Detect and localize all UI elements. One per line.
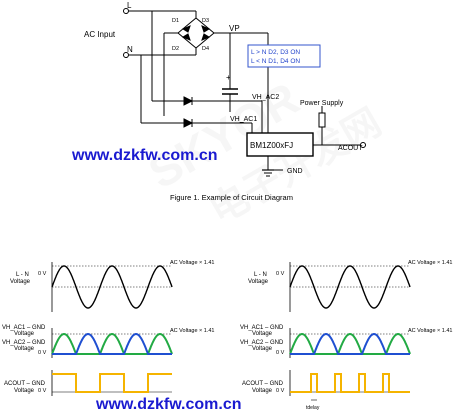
diode-d1-symbol — [181, 25, 191, 33]
diode-d2-symbol — [181, 33, 191, 41]
diode-d4-symbol — [201, 33, 211, 41]
right_waves-tdelay-label: tdelay — [306, 405, 320, 411]
diode-d3-symbol — [201, 25, 211, 33]
right_waves-vh-label-2: Voltage — [252, 331, 273, 337]
circuit-diagram — [123, 8, 366, 177]
label-vh-ac2: VH_AC2 — [252, 94, 279, 101]
right_waves-vh-ac1-wave — [289, 332, 411, 355]
label-n: N — [127, 45, 133, 54]
left_waves-ln-zero: 0 V — [38, 271, 47, 277]
label-ic: BM1Z00xFJ — [250, 141, 293, 150]
watermark-url-top: www.dzkfw.com.cn — [71, 147, 218, 164]
label-d2: D2 — [172, 46, 179, 52]
left_waves-ln-wave — [51, 265, 173, 309]
right_waves-ln-label-1: L - N — [254, 272, 267, 278]
label-l: L — [127, 1, 132, 10]
left_waves-ln-label-2: Voltage — [10, 279, 31, 285]
label-d4: D4 — [202, 46, 209, 52]
note-line-2: L < N D1, D4 ON — [251, 58, 300, 65]
left_waves-ln-top-label: AC Voltage × 1.41 — [170, 260, 215, 266]
left_waves-vh-label-1: VH_AC1 – GND — [2, 325, 46, 331]
right_waves-ln-zero: 0 V — [276, 271, 285, 277]
left_waves-out-label-2: Voltage — [14, 388, 35, 394]
right_waves-ln-top-label: AC Voltage × 1.41 — [408, 260, 453, 266]
right_waves-vh-label-1: VH_AC1 – GND — [240, 325, 284, 331]
acout-terminal — [360, 142, 366, 148]
pullup-resistor — [318, 112, 326, 128]
right_waves-out-label-1: ACOUT – GND — [242, 381, 284, 387]
label-vh-ac1: VH_AC1 — [230, 116, 257, 123]
left_waves-vh-top-label: AC Voltage × 1.41 — [170, 328, 215, 334]
watermark-url-bottom: www.dzkfw.com.cn — [95, 396, 242, 413]
label-d3: D3 — [202, 18, 209, 24]
left_waves-vh-label-2: Voltage — [14, 331, 35, 337]
note-box: L > N D2, D3 ON L < N D1, D4 ON — [247, 44, 321, 68]
figure-caption: Figure 1. Example of Circuit Diagram — [170, 193, 293, 202]
label-ac-input: AC Input — [84, 30, 116, 39]
right_waves-vh-top-label: AC Voltage × 1.41 — [408, 328, 453, 334]
diode-vh-ac2 — [183, 96, 194, 106]
left_waves-vh-ac1-wave — [51, 332, 173, 355]
label-vp: VP — [229, 24, 240, 33]
right_waves-vh-zero: 0 V — [276, 350, 285, 356]
left_waves-out-zero: 0 V — [38, 388, 47, 394]
left_waves-ln-label-1: L - N — [16, 272, 29, 278]
left_waves-vh-zero: 0 V — [38, 350, 47, 356]
left_waves-vh-label-3: VH_AC2 – GND — [2, 340, 46, 346]
right_waves-out-zero: 0 V — [276, 388, 285, 394]
label-acout: ACOUT — [338, 145, 363, 152]
right_waves-ln-wave — [289, 265, 411, 309]
left_waves-acout-wave — [52, 373, 172, 393]
right_waves-vh-ac2-wave — [290, 332, 410, 355]
left_waves-out-label-1: ACOUT – GND — [4, 381, 46, 387]
right_waves-ln-label-2: Voltage — [248, 279, 269, 285]
label-gnd: GND — [287, 168, 303, 175]
right_waves-vh-label-3: VH_AC2 – GND — [240, 340, 284, 346]
terminal-l — [123, 8, 129, 14]
label-power-supply: Power Supply — [300, 100, 344, 107]
note-line-1: L > N D2, D3 ON — [251, 49, 300, 56]
right_waves-acout-wave — [290, 373, 410, 393]
circuit-labels: L N AC Input D1 D3 D2 D4 VP + VH_AC2 VH_… — [84, 1, 363, 175]
terminal-n — [123, 52, 129, 58]
left_waves-vh-ac2-wave — [52, 332, 172, 355]
label-cap-plus: + — [226, 73, 231, 82]
diode-vh-ac1 — [183, 118, 194, 128]
left_waves-vh-label-4: Voltage — [14, 346, 35, 352]
right_waves-vh-label-4: Voltage — [252, 346, 273, 352]
right_waves-out-label-2: Voltage — [252, 388, 273, 394]
label-d1: D1 — [172, 18, 179, 24]
